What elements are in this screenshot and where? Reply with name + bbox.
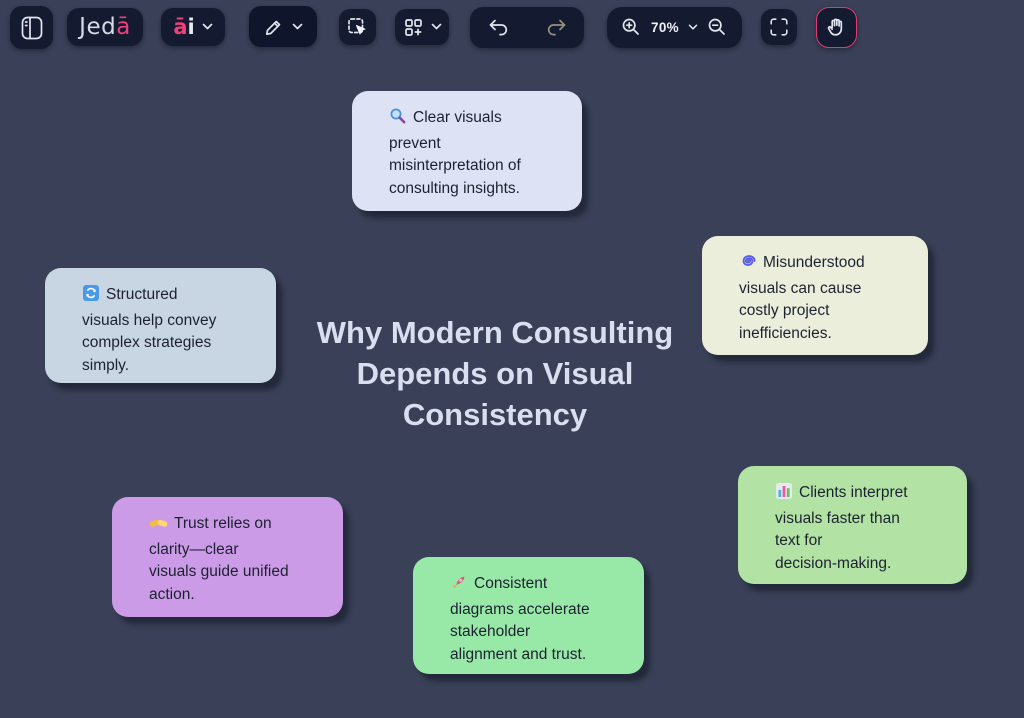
zoom-in-button[interactable] xyxy=(621,17,642,38)
sticky-note[interactable]: Consistent diagrams accelerate stakehold… xyxy=(413,557,644,674)
fullscreen-button[interactable] xyxy=(761,9,797,45)
sticky-note[interactable]: Misunderstood visuals can cause costly p… xyxy=(702,236,928,355)
sidebar-panel-icon xyxy=(18,14,46,42)
arrows-counterclockwise-icon xyxy=(82,284,100,310)
redo-button[interactable] xyxy=(527,7,584,48)
note-body: visuals can cause costly project ineffic… xyxy=(739,279,862,342)
note-head: Clear visuals xyxy=(413,109,502,126)
select-tool-button[interactable] xyxy=(339,9,376,45)
note-head: Clients interpret xyxy=(799,484,908,501)
shapes-menu-button[interactable] xyxy=(395,9,449,45)
note-head: Consistent xyxy=(474,575,548,592)
ai-label: āi xyxy=(173,15,195,39)
fullscreen-icon xyxy=(768,16,790,38)
sticky-note[interactable]: Trust relies on clarity—clear visuals gu… xyxy=(112,497,343,617)
marquee-select-icon xyxy=(346,16,369,39)
handshake-icon xyxy=(149,515,168,539)
sticky-note[interactable]: Clients interpret visuals faster than te… xyxy=(738,466,967,584)
note-body: visuals help convey complex strategies s… xyxy=(82,311,217,374)
board-title[interactable]: Why Modern Consulting Depends on Visual … xyxy=(316,315,674,432)
zoom-controls: 70% xyxy=(607,7,742,48)
note-head: Trust relies on xyxy=(174,515,272,532)
pen-icon xyxy=(263,16,285,38)
jeda-logo-button[interactable]: Jedā xyxy=(67,8,143,46)
chevron-down-icon xyxy=(202,23,213,31)
undo-button[interactable] xyxy=(470,7,527,48)
note-body: clarity—clear visuals guide unified acti… xyxy=(149,540,289,603)
note-head: Structured xyxy=(106,286,178,303)
sticky-note[interactable]: Clear visuals prevent misinterpretation … xyxy=(352,91,582,211)
rocket-icon xyxy=(450,573,468,599)
chevron-down-icon xyxy=(431,23,442,31)
history-group xyxy=(470,7,584,48)
zoom-level[interactable]: 70% xyxy=(651,20,679,35)
note-body: visuals faster than text for decision-ma… xyxy=(775,509,900,572)
zoom-out-button[interactable] xyxy=(707,17,728,38)
cyclone-icon xyxy=(739,252,757,278)
sticky-note[interactable]: Structured visuals help convey complex s… xyxy=(45,268,276,383)
hand-tool-button[interactable] xyxy=(816,7,857,48)
jeda-logo: Jedā xyxy=(79,14,131,40)
hand-icon xyxy=(825,16,848,39)
note-head: Misunderstood xyxy=(763,254,865,271)
sidebar-toggle-button[interactable] xyxy=(10,6,53,49)
pen-tool-button[interactable] xyxy=(249,6,317,47)
shapes-grid-icon xyxy=(403,17,424,38)
chevron-down-icon xyxy=(292,23,303,31)
chevron-down-icon[interactable] xyxy=(688,24,698,31)
ai-menu-button[interactable]: āi xyxy=(161,8,225,46)
magnifying-glass-icon xyxy=(389,107,407,133)
note-body: diagrams accelerate stakeholder alignmen… xyxy=(450,600,590,663)
note-body: prevent misinterpretation of consulting … xyxy=(389,134,521,197)
bar-chart-icon xyxy=(775,482,793,508)
